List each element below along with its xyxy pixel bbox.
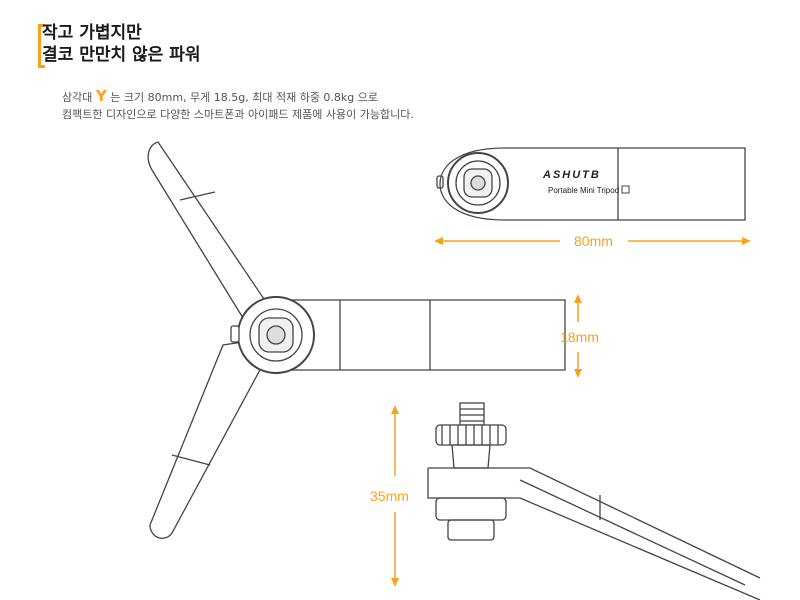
description-line-1: 삼각대 Y 는 크기 80mm, 무게 18.5g, 최대 적재 하중 0.8k… (62, 88, 414, 106)
headline-bracket (38, 24, 45, 68)
lock-icon (621, 185, 630, 194)
product-model-label: Portable Mini Tripod (548, 186, 619, 195)
brand-logo: ASHUTB (542, 169, 601, 181)
height-dimension-label: 18mm (560, 329, 599, 345)
folded-tripod-view (436, 147, 746, 221)
description-suffix: 는 크기 80mm, 무게 18.5g, 최대 적재 하중 0.8kg 으로 (110, 91, 379, 104)
thread-height-dimension-label: 35mm (370, 488, 409, 504)
headline-line-2: 결코 만만치 않은 파워 (42, 45, 201, 65)
description-prefix: 삼각대 (62, 91, 93, 104)
headline-line-1: 작고 가볍지만 (42, 23, 142, 43)
description-line-2: 컴팩트한 디자인으로 다양한 스마트폰과 아이패드 제품에 사용이 가능합니다. (62, 108, 414, 121)
side-view (427, 402, 761, 600)
description: 삼각대 Y 는 크기 80mm, 무게 18.5g, 최대 적재 하중 0.8k… (62, 88, 414, 123)
unfolded-tripod-view (147, 141, 566, 539)
headline: 작고 가볍지만 결코 만만치 않은 파워 (42, 22, 201, 66)
dimension-arrows (391, 237, 751, 587)
model-letter: Y (95, 87, 107, 105)
length-dimension-label: 80mm (574, 233, 613, 249)
